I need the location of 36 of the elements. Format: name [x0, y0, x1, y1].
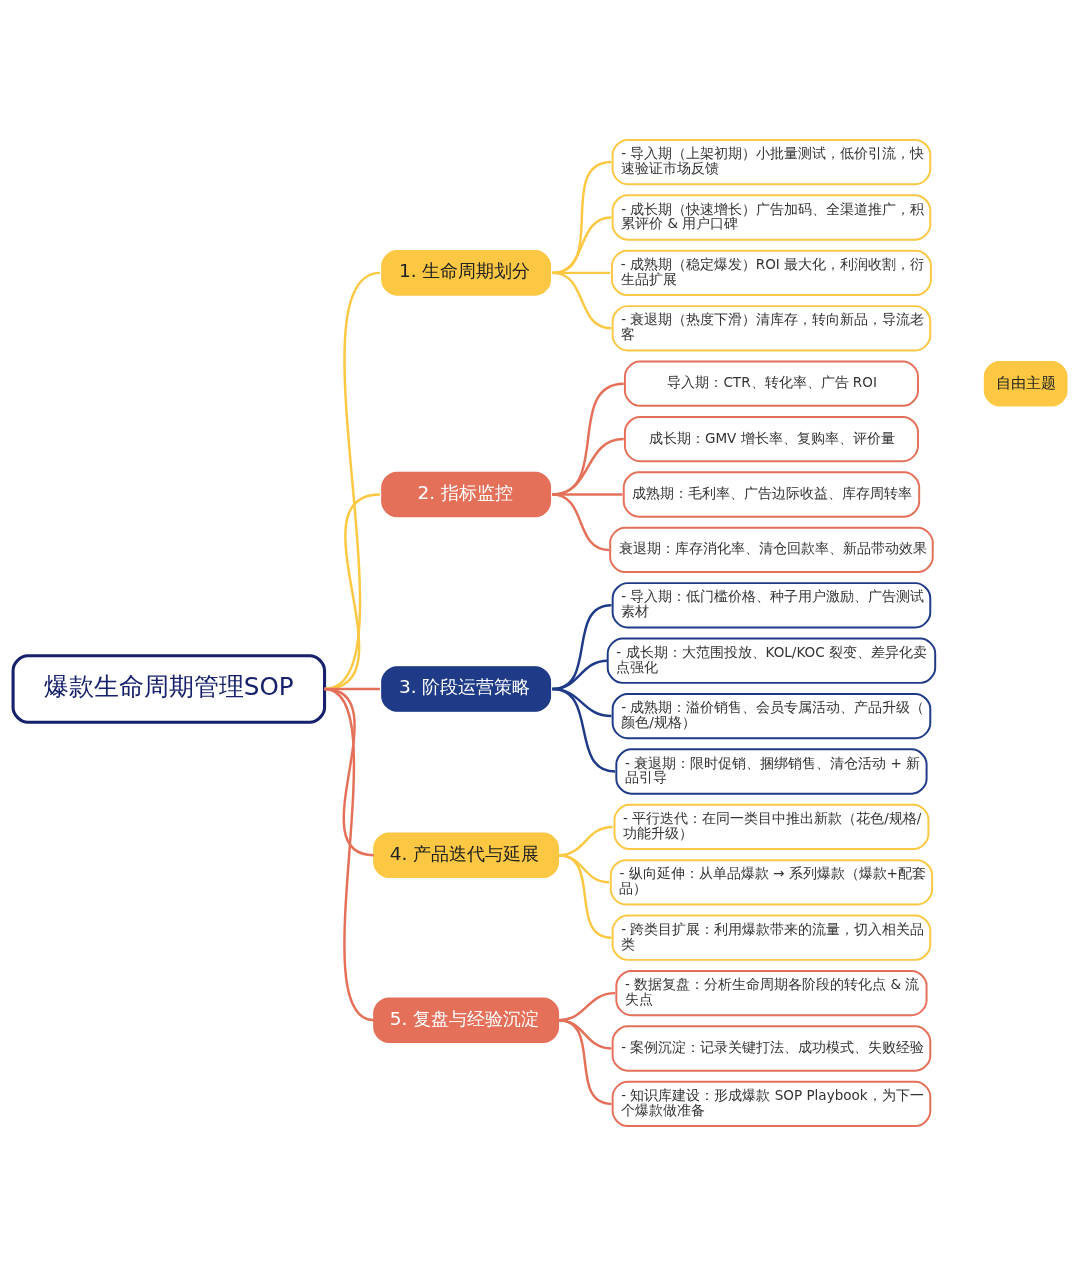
node-box: 2. 指标监控: [381, 471, 552, 518]
node-box: - 平行迭代：在同一类目中推出新款（花色/规格/功能升级）: [613, 803, 930, 851]
connector: [324, 687, 375, 1022]
node-box: - 导入期：低门槛价格、种子用户激励、广告测试素材: [611, 582, 932, 629]
node-box: 导入期：CTR、转化率、广告 ROI: [623, 360, 919, 407]
node-box: 爆款生命周期管理SOP: [11, 654, 327, 724]
node-box: 成长期：GMV 增长率、复购率、评价量: [623, 415, 919, 463]
node-box: - 跨类目扩展：利用爆款带来的流量，切入相关品类: [611, 914, 932, 961]
node-box: 4. 产品迭代与延展: [373, 832, 560, 878]
node-box: - 成长期：大范围投放、KOL/KOC 裂变、差异化卖点强化: [606, 637, 937, 684]
node-box: - 成熟期：溢价销售、会员专属活动、产品升级（颜色/规格）: [611, 692, 932, 740]
node-box: 成熟期：毛利率、广告边际收益、库存周转率: [622, 471, 921, 518]
connector: [552, 216, 612, 275]
node-box: - 衰退期（热度下滑）清库存，转向新品，导流老客: [611, 305, 932, 352]
node-box: - 知识库建设：形成爆款 SOP Playbook，为下一个爆款做准备: [611, 1080, 932, 1128]
connector: [552, 382, 624, 496]
node-box: - 成熟期（稳定爆发）ROI 最大化，利润收割，衍生品扩展: [611, 249, 932, 297]
node-box: 自由主题: [983, 360, 1068, 407]
node-box: 5. 复盘与经验沉淀: [373, 997, 560, 1043]
connector: [552, 437, 624, 496]
connector: [552, 493, 623, 496]
connector: [552, 687, 616, 773]
node-box: 衰退期：库存消化率、清仓回款率、新品带动效果: [609, 526, 934, 574]
node-box: - 衰退期：限时促销、捆绑销售、清仓活动 + 新品引导: [615, 748, 928, 795]
connector: [558, 1019, 612, 1106]
node-box: - 数据复盘：分析生命周期各阶段的转化点 & 流失点: [615, 969, 928, 1017]
node-box: - 导入期（上架初期）小批量测试，低价引流，快速验证市场反馈: [611, 138, 932, 186]
node-box: - 纵向延伸：从单品爆款 → 系列爆款（爆款+配套品）: [609, 859, 934, 906]
node-box: 1. 生命周期划分: [381, 250, 552, 296]
connector: [552, 493, 610, 552]
node-box: - 成长期（快速增长）广告加码、全渠道推广，积累评价 & 用户口碑: [611, 194, 932, 241]
node-box: 3. 阶段运营策略: [381, 666, 552, 712]
node-box: - 案例沉淀：记录关键打法、成功模式、失败经验: [611, 1025, 932, 1072]
connector: [552, 271, 612, 330]
connector: [558, 854, 612, 939]
connector: [552, 160, 612, 275]
